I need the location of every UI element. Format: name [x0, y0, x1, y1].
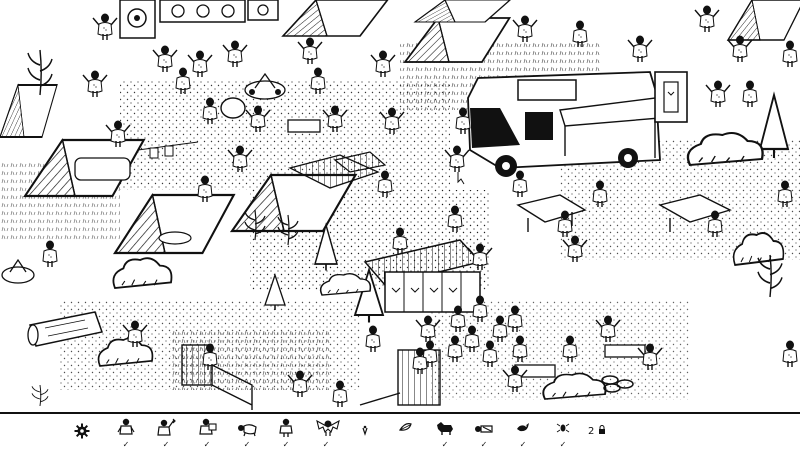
target-slot[interactable] — [351, 418, 379, 450]
picnic-table[interactable] — [516, 194, 587, 232]
portable-toilet[interactable] — [654, 71, 688, 123]
target-slot[interactable]: ✓ — [549, 418, 577, 450]
target-slot[interactable]: ✓ — [272, 418, 300, 450]
dog-icon — [437, 422, 453, 435]
gear-icon[interactable] — [74, 423, 90, 439]
cauldron[interactable] — [220, 97, 246, 119]
lying-figure[interactable] — [158, 231, 192, 245]
toilet-row[interactable] — [363, 239, 482, 313]
found-check: ✓ — [203, 440, 211, 449]
bench[interactable] — [287, 119, 321, 133]
target-slot[interactable]: ✓ — [152, 418, 180, 450]
hidden-objects-bar: ✓ ✓ ✓ ✓ ✓ — [0, 412, 800, 450]
campfire[interactable] — [244, 72, 286, 100]
found-check: ✓ — [559, 440, 567, 449]
found-check: ✓ — [162, 440, 170, 449]
tiny-bug-icon — [556, 423, 570, 433]
person-waving-icon — [157, 418, 176, 436]
found-check: ✓ — [282, 440, 290, 449]
found-check: ✓ — [519, 440, 527, 449]
laundry[interactable] — [149, 147, 159, 159]
small-figure-icon — [362, 425, 368, 436]
sleeping-bag[interactable] — [74, 157, 131, 181]
person-icon — [117, 418, 135, 435]
target-slot[interactable]: ✓ — [312, 418, 344, 450]
target-slot[interactable]: ✓ — [233, 418, 261, 450]
person-carrying-icon — [199, 418, 217, 435]
target-slot[interactable] — [391, 418, 419, 450]
hint-counter[interactable]: 2 — [588, 424, 618, 440]
person-standing-icon — [279, 418, 293, 437]
log[interactable] — [27, 311, 103, 347]
lock-icon — [598, 425, 605, 434]
target-slot[interactable]: ✓ — [112, 418, 140, 450]
leaf-icon — [398, 423, 412, 431]
found-check: ✓ — [441, 440, 449, 449]
bench[interactable] — [604, 344, 646, 358]
game-scene[interactable] — [0, 0, 800, 412]
tire-stack[interactable] — [601, 375, 634, 393]
found-check: ✓ — [322, 440, 330, 449]
target-slot[interactable]: ✓ — [193, 418, 221, 450]
camper-van[interactable] — [467, 71, 661, 177]
target-slot[interactable]: ✓ — [470, 418, 498, 450]
laundry[interactable] — [164, 145, 174, 157]
found-check: ✓ — [480, 440, 488, 449]
bird-icon — [517, 423, 529, 432]
found-check: ✓ — [122, 440, 130, 449]
wooden-platform[interactable] — [359, 349, 441, 406]
cursor-icon — [457, 172, 465, 185]
speaker-stack[interactable] — [119, 0, 279, 39]
target-slot[interactable]: ✓ — [431, 418, 459, 450]
woodpile[interactable] — [288, 151, 387, 189]
target-slot[interactable]: ✓ — [509, 418, 537, 450]
hint-count: 2 — [588, 426, 595, 437]
bat-creature-icon — [316, 419, 340, 436]
found-check: ✓ — [243, 440, 251, 449]
bench[interactable] — [514, 364, 556, 378]
campfire[interactable] — [1, 258, 35, 284]
crawling-person-icon — [238, 424, 257, 437]
lying-person-icon — [475, 425, 493, 433]
